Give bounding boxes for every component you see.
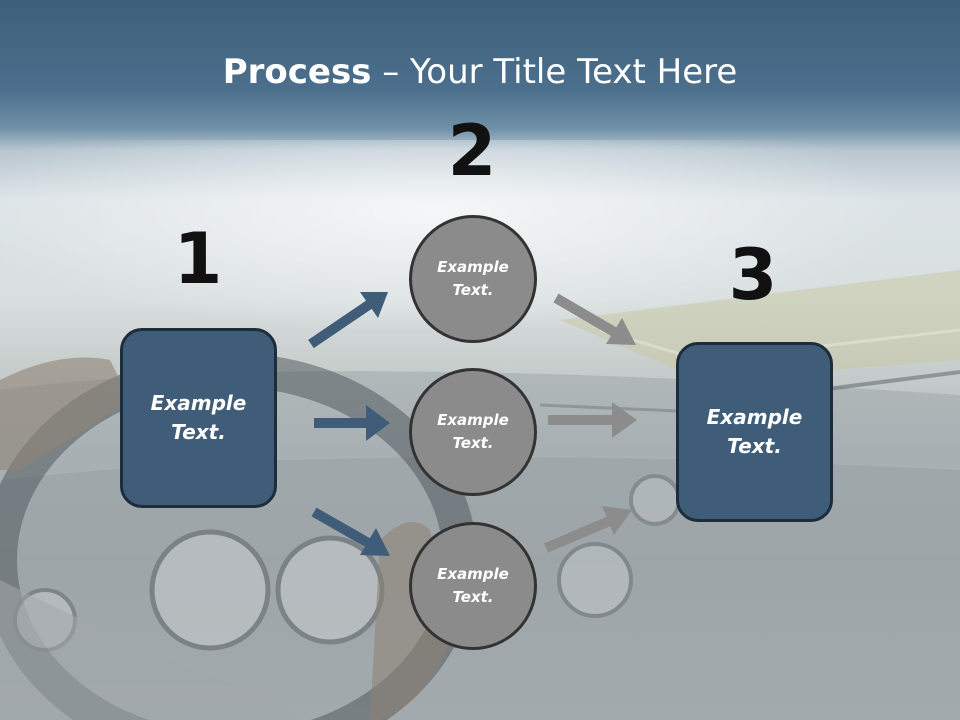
circle-1-line2: Text. xyxy=(452,281,494,299)
step-box-3-line2: Text. xyxy=(727,434,782,458)
title-rest: – Your Title Text Here xyxy=(371,52,738,92)
arrow-box1-to-circle2 xyxy=(314,405,390,441)
arrow-circle2-to-box3 xyxy=(548,402,637,438)
circle-2-line2: Text. xyxy=(452,434,494,452)
step-number-2: 2 xyxy=(447,110,497,192)
arrow-box1-to-circle3 xyxy=(311,507,390,556)
title-bold: Process xyxy=(222,52,372,92)
slide-title: Process – Your Title Text Here xyxy=(0,52,960,92)
circle-3-line2: Text. xyxy=(452,588,494,606)
arrow-box1-to-circle1 xyxy=(308,292,388,349)
circle-3-line1: Example xyxy=(437,565,509,583)
circle-2-line1: Example xyxy=(437,411,509,429)
step-number-1: 1 xyxy=(173,218,223,300)
step-box-1-line2: Text. xyxy=(171,420,226,444)
arrow-circle1-to-box3 xyxy=(553,293,636,345)
step-box-3-line1: Example xyxy=(706,405,803,429)
step-box-1-line1: Example xyxy=(150,391,247,415)
arrow-circle3-to-box3 xyxy=(544,506,632,553)
circle-1-line1: Example xyxy=(437,258,509,276)
step-number-3: 3 xyxy=(728,234,778,316)
